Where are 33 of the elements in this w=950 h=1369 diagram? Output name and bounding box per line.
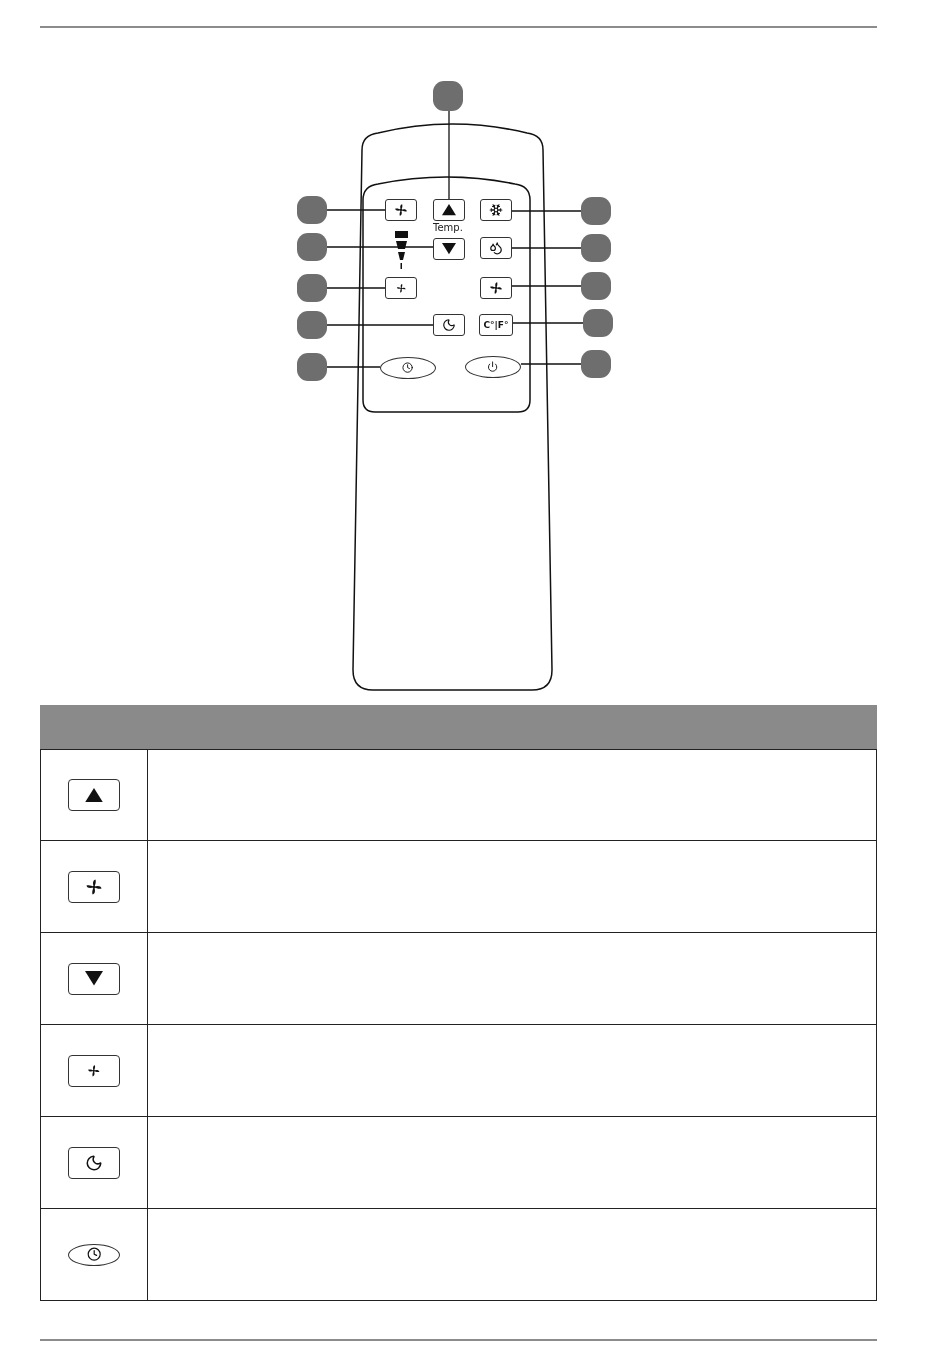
- callout-marker: [581, 350, 611, 378]
- callout-marker: [297, 196, 327, 224]
- callout-marker: [583, 309, 613, 337]
- leader-line: [512, 322, 584, 324]
- unit-toggle-button: C°|F°: [479, 314, 513, 336]
- leader-line: [448, 110, 450, 200]
- leader-line: [326, 324, 434, 326]
- oval-remote-button: [465, 356, 521, 378]
- callout-marker: [581, 197, 611, 225]
- oval-remote-button: [380, 357, 436, 379]
- leader-line: [326, 209, 386, 211]
- button-label: Temp.: [433, 222, 463, 233]
- remote-button: [385, 199, 417, 221]
- remote-button: [433, 314, 465, 336]
- callout-marker: [297, 233, 327, 261]
- callout-marker: [581, 272, 611, 300]
- leader-line: [511, 285, 582, 287]
- leader-line: [511, 247, 582, 249]
- callout-marker: [297, 274, 327, 302]
- remote-button: [480, 199, 512, 221]
- callout-marker: [297, 353, 327, 381]
- leader-line: [326, 366, 381, 368]
- callout-marker: [297, 311, 327, 339]
- remote-button: [480, 237, 512, 259]
- remote-button: [385, 277, 417, 299]
- remote-button: [480, 277, 512, 299]
- callout-marker: [433, 81, 463, 111]
- leader-line: [326, 287, 386, 289]
- remote-button: [433, 238, 465, 260]
- remote-button: [433, 199, 465, 221]
- leader-line: [511, 210, 582, 212]
- callout-marker: [581, 234, 611, 262]
- leader-line: [520, 363, 582, 365]
